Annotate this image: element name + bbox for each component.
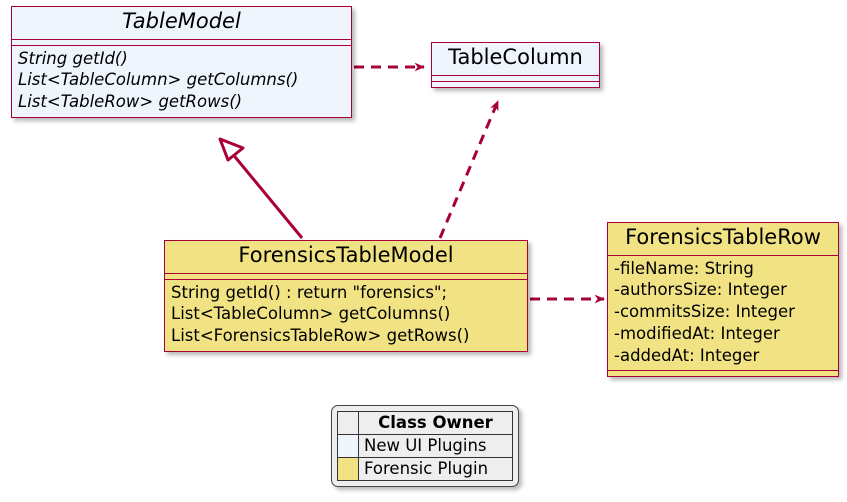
compartment-divider <box>608 254 838 256</box>
compartment-divider <box>608 370 838 372</box>
legend-color-swatch-blue <box>337 434 359 458</box>
class-name-tablemodel: TableModel <box>122 9 241 33</box>
method-item: List<TableColumn> getColumns() <box>171 304 451 324</box>
edge-forensicstablemodel-tablecolumn <box>438 100 500 239</box>
legend-table: Class Owner New UI Plugins Forensic Plug… <box>337 411 513 481</box>
method-item: String getId() <box>18 48 128 68</box>
methods-compartment-tablecolumn <box>432 82 599 87</box>
legend: Class Owner New UI Plugins Forensic Plug… <box>331 405 519 487</box>
legend-title: Class Owner <box>358 411 513 435</box>
legend-color-swatch-yellow <box>337 457 359 481</box>
compartment-divider <box>165 278 527 280</box>
class-name-tablecolumn: TableColumn <box>448 45 583 69</box>
method-item: List<ForensicsTableRow> getRows() <box>171 326 470 346</box>
methods-compartment-forensicstablemodel: String getId() : return "forensics"; Lis… <box>165 280 527 351</box>
attribute-item: -authorsSize: Integer <box>614 280 787 300</box>
compartment-divider <box>12 38 351 40</box>
attributes-compartment-forensicstablerow: -fileName: String -authorsSize: Integer … <box>608 256 838 371</box>
method-item: List<TableColumn> getColumns() <box>18 70 299 90</box>
methods-compartment-tablemodel: String getId() List<TableColumn> getColu… <box>12 46 351 117</box>
legend-row-forensic-plugin: Forensic Plugin <box>337 457 513 481</box>
class-box-tablemodel[interactable]: TableModel String getId() List<TableColu… <box>11 6 352 118</box>
legend-header-swatch <box>337 411 359 435</box>
legend-header-row: Class Owner <box>337 411 513 435</box>
methods-compartment-forensicstablerow <box>608 371 838 376</box>
class-box-tablecolumn[interactable]: TableColumn <box>431 42 600 88</box>
attribute-item: -addedAt: Integer <box>614 345 760 365</box>
class-name-forensicstablerow: ForensicsTableRow <box>625 225 821 249</box>
attribute-item: -commitsSize: Integer <box>614 302 795 322</box>
class-box-forensicstablemodel[interactable]: ForensicsTableModel String getId() : ret… <box>164 240 528 352</box>
compartment-divider <box>165 272 527 274</box>
compartment-divider <box>12 44 351 46</box>
class-name-forensicstablemodel: ForensicsTableModel <box>238 243 454 267</box>
legend-row-new-ui-plugins: New UI Plugins <box>337 434 513 458</box>
compartment-divider <box>432 80 599 82</box>
compartment-divider <box>432 74 599 76</box>
legend-label: Forensic Plugin <box>358 457 513 481</box>
class-box-forensicstablerow[interactable]: ForensicsTableRow -fileName: String -aut… <box>607 222 839 378</box>
method-item: String getId() : return "forensics"; <box>171 282 448 302</box>
attribute-item: -fileName: String <box>614 258 754 278</box>
edge-forensicstablemodel-tablemodel <box>218 137 304 239</box>
attribute-item: -modifiedAt: Integer <box>614 323 780 343</box>
legend-label: New UI Plugins <box>358 434 513 458</box>
method-item: List<TableRow> getRows() <box>18 92 243 112</box>
